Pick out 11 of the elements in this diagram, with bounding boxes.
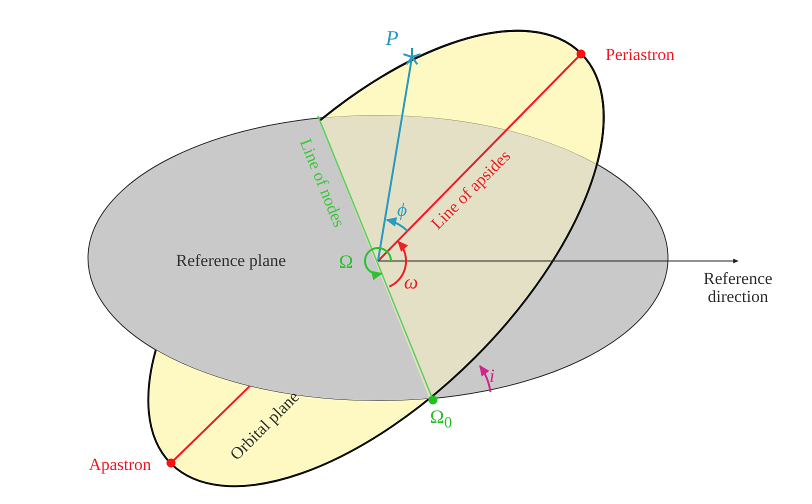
plane-label: Reference plane bbox=[176, 251, 286, 270]
point-label: Ω$_{0}$ bbox=[430, 408, 452, 432]
angle-label: ϕ bbox=[397, 201, 407, 221]
angle-label: ω bbox=[404, 272, 418, 294]
point-label: Periastron bbox=[606, 46, 674, 64]
point-label: P bbox=[386, 26, 398, 50]
angle-label: Ω bbox=[338, 253, 354, 273]
angle-label: i bbox=[489, 367, 495, 387]
point-label: Apastron bbox=[88, 456, 152, 474]
axis-label: Reference direction bbox=[702, 270, 774, 306]
line-label: Line of nodes bbox=[296, 136, 348, 230]
